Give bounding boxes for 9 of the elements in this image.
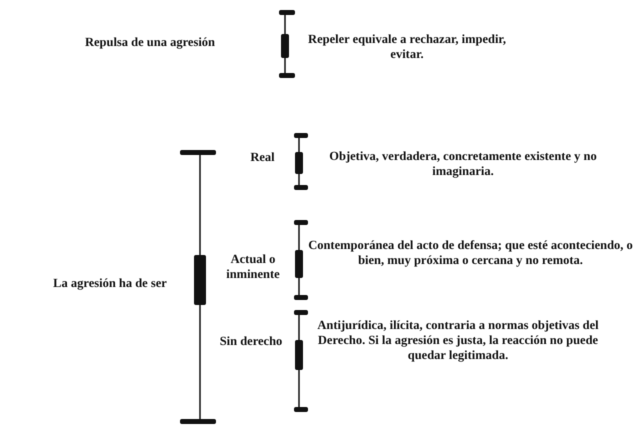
category-label: Actual o inminente <box>225 252 281 282</box>
description-text: Antijurídica, ilícita, contraria a normas objetivas del Derecho. Si la agresión es justa, la reacción no puede quedar legitimada. <box>316 318 600 363</box>
description-text: Repeler equivale a rechazar, impedir, evitar. <box>307 32 507 62</box>
heading-label: Repulsa de una agresión <box>84 35 216 50</box>
category-label: Sin derecho <box>218 334 284 349</box>
category-label: Real <box>249 150 276 165</box>
description-text: Contemporánea del acto de defensa; que esté aconteciendo, o bien, muy próxima o cercana y no remota. <box>308 238 633 268</box>
description-text: Objetiva, verdadera, concretamente existente y no imaginaria. <box>328 149 598 179</box>
heading-label: La agresión ha de ser <box>52 276 168 291</box>
